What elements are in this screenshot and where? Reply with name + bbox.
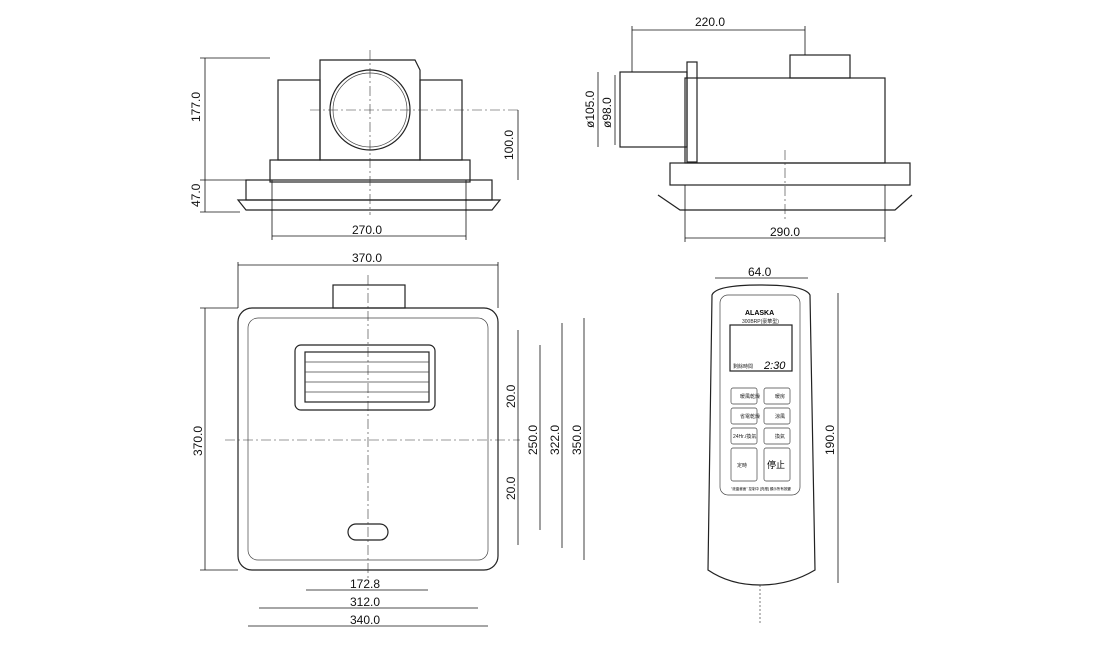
- btn-warm-dry[interactable]: [730, 387, 758, 405]
- dim-47: 47.0: [189, 183, 203, 207]
- remote-control: 64.0 190.0 ALASKA 300BRP(豪華型) 剩餘時間 2:30 …: [707, 265, 839, 625]
- svg-text:暖風乾燥: 暖風乾燥: [740, 393, 760, 400]
- dim-100: 100.0: [502, 130, 516, 160]
- btn-vent[interactable]: [763, 427, 791, 445]
- btn-stop[interactable]: [763, 447, 791, 482]
- dim-322: 322.0: [548, 425, 562, 455]
- dim-290: 290.0: [770, 225, 800, 239]
- dim-98: ø98.0: [600, 97, 614, 128]
- dim-177: 177.0: [189, 92, 203, 122]
- dim-370-top: 370.0: [352, 251, 382, 265]
- dim-20-top: 20.0: [504, 384, 518, 408]
- svg-text:省電乾燥: 省電乾燥: [740, 413, 760, 420]
- svg-text:暖房: 暖房: [775, 393, 785, 400]
- svg-text:定時: 定時: [737, 462, 747, 469]
- side-view: 220.0 ø105.0 ø98.0 290.0: [583, 15, 913, 242]
- display-label: 剩餘時間: [733, 363, 753, 370]
- remote-footer: "液晶畫面" 控制中 [亮燈] 顯示所有按鍵: [731, 486, 791, 491]
- dim-340: 340.0: [350, 613, 380, 627]
- remote-buttons: 暖風乾燥 暖房 省電乾燥 涼風 24Hr./換氣 換氣 定時 停止: [730, 387, 791, 482]
- btn-24h-vent[interactable]: [730, 427, 758, 445]
- dim-370-left: 370.0: [191, 426, 205, 456]
- btn-timer[interactable]: [730, 447, 758, 482]
- btn-heat[interactable]: [763, 387, 791, 405]
- front-view: 177.0 47.0 100.0 270.0: [189, 50, 520, 240]
- btn-eco-dry[interactable]: [730, 407, 758, 425]
- dim-250: 250.0: [526, 425, 540, 455]
- dim-190: 190.0: [823, 425, 837, 455]
- dim-105: ø105.0: [583, 90, 597, 128]
- svg-text:停止: 停止: [767, 459, 785, 470]
- dim-64: 64.0: [748, 265, 772, 279]
- model-label: 300BRP(豪華型): [742, 318, 779, 325]
- dim-270: 270.0: [352, 223, 382, 237]
- dim-312: 312.0: [350, 595, 380, 609]
- dim-220: 220.0: [695, 15, 725, 29]
- svg-text:涼風: 涼風: [775, 413, 785, 420]
- btn-cool[interactable]: [763, 407, 791, 425]
- dim-20-bottom: 20.0: [504, 476, 518, 500]
- brand-logo: ALASKA: [745, 310, 774, 317]
- dim-172: 172.8: [350, 577, 380, 591]
- svg-text:換氣: 換氣: [775, 433, 785, 440]
- bottom-view: 370.0 370.0 20.0 250.0 322.0 350.0 20.0 …: [191, 251, 585, 627]
- svg-text:24Hr./換氣: 24Hr./換氣: [733, 433, 756, 440]
- dim-350: 350.0: [570, 425, 584, 455]
- display-time: 2:30: [763, 360, 786, 372]
